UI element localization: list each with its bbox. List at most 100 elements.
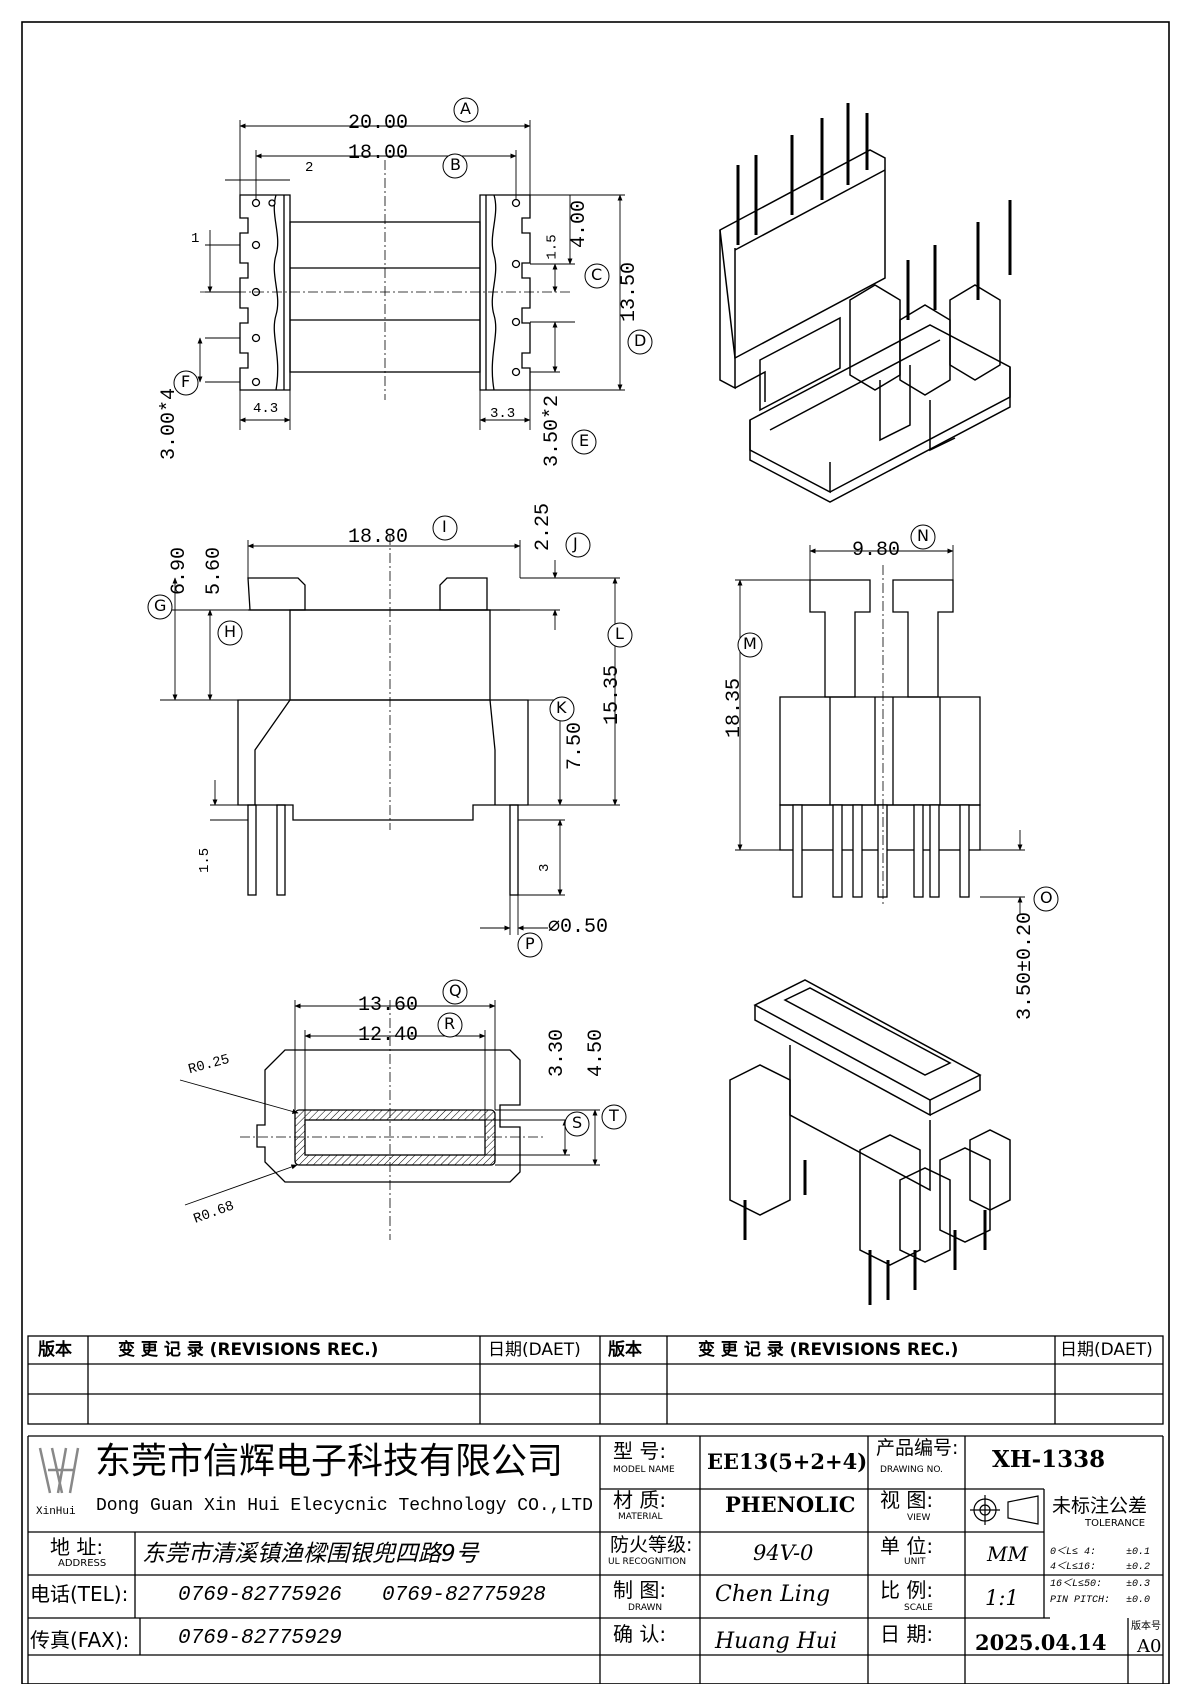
callout-N: N xyxy=(917,526,929,545)
date-value: 2025.04.14 xyxy=(975,1630,1107,1655)
rev-header-version-2: 版本 xyxy=(608,1340,642,1360)
confirm-label: 确 认: xyxy=(613,1622,667,1646)
callout-D: D xyxy=(634,331,647,350)
dim-L: 15.35 xyxy=(601,664,624,725)
fire-label-en: UL RECOGNITION xyxy=(608,1557,687,1567)
rev-header-record-2: 变 更 记 录 (REVISIONS REC.) xyxy=(698,1340,959,1360)
tol-value-4: ±0.0 xyxy=(1126,1595,1151,1606)
dim-C-4: 4.00 xyxy=(568,199,592,249)
dim-1: 1 xyxy=(191,231,200,247)
rev-header-record: 变 更 记 录 (REVISIONS REC.) xyxy=(118,1340,379,1360)
fax-label: 传真(FAX): xyxy=(30,1628,130,1652)
scale-value: 1:1 xyxy=(985,1586,1019,1610)
material-value: PHENOLIC xyxy=(725,1492,856,1517)
version-value: A0 xyxy=(1137,1636,1162,1657)
callout-P: P xyxy=(525,934,535,953)
version-label: 版本号 xyxy=(1131,1621,1161,1632)
dim-pin-1-5: 1.5 xyxy=(197,847,213,873)
callout-C: C xyxy=(591,265,603,284)
callout-A: A xyxy=(460,99,471,118)
tel-label: 电话(TEL): xyxy=(30,1582,129,1606)
scale-label: 比 例: xyxy=(880,1578,934,1602)
tel-2: 0769-82775928 xyxy=(382,1584,546,1607)
tel-1: 0769-82775926 xyxy=(178,1584,342,1607)
dim-E: 3.50*2 xyxy=(541,394,564,467)
callout-M: M xyxy=(743,634,757,653)
callout-J: J xyxy=(573,534,578,553)
logo-text: XinHui xyxy=(36,1506,76,1518)
dim-3-3: 3.3 xyxy=(490,406,516,422)
title-block-frame xyxy=(27,1335,1164,1684)
rev-header-version: 版本 xyxy=(38,1340,72,1360)
company-name-cn: 东莞市信辉电子科技有限公司 xyxy=(95,1441,564,1482)
tol-range-4: PIN PITCH: xyxy=(1050,1595,1111,1606)
isometric-view-top xyxy=(719,103,1012,503)
tol-value-2: ±0.2 xyxy=(1126,1562,1151,1573)
callout-S: S xyxy=(572,1113,583,1132)
callout-K: K xyxy=(556,698,567,717)
dim-4-3: 4.3 xyxy=(253,401,279,417)
dim-P: ∅0.50 xyxy=(548,916,609,939)
material-label: 材 质: xyxy=(613,1488,667,1512)
callout-I: I xyxy=(442,517,447,536)
unit-label: 单 位: xyxy=(880,1534,934,1558)
dim-M: 18.35 xyxy=(723,677,746,738)
tol-value-1: ±0.1 xyxy=(1126,1547,1151,1558)
dim-1-5: 1.5 xyxy=(544,234,561,260)
model-label-en: MODEL NAME xyxy=(613,1465,675,1475)
view-label-en: VIEW xyxy=(907,1513,931,1523)
model-value: EE13(5+2+4) xyxy=(707,1449,868,1474)
rev-header-date: 日期(DAET) xyxy=(488,1340,581,1360)
drawing-no-label: 产品编号: xyxy=(876,1437,959,1459)
dim-N: 9.80 xyxy=(852,539,901,562)
dim-O: 3.50±0.20 xyxy=(1014,911,1037,1020)
unit-value: MM xyxy=(987,1542,1028,1566)
fax-value: 0769-82775929 xyxy=(178,1627,342,1650)
callout-F: F xyxy=(181,372,191,391)
callout-R: R xyxy=(444,1014,456,1033)
dim-pin-3: 3 xyxy=(537,863,553,872)
dim-Q: 13.60 xyxy=(358,994,419,1017)
address-value: 东莞市清溪镇渔樑围银兜四路9号 xyxy=(142,1541,479,1567)
drawn-label: 制 图: xyxy=(613,1578,667,1602)
callout-B: B xyxy=(450,155,461,174)
tolerance-title: 未标注公差 xyxy=(1052,1495,1148,1517)
confirm-value: Huang Hui xyxy=(715,1629,838,1654)
side-view xyxy=(160,535,620,935)
dim-T: 4.50 xyxy=(585,1028,608,1077)
tolerance-en: TOLERANCE xyxy=(1085,1518,1146,1529)
callout-H: H xyxy=(224,622,237,641)
fire-label: 防火等级: xyxy=(610,1534,693,1556)
tol-range-2: 4＜L≤16: xyxy=(1050,1562,1097,1573)
callout-G: G xyxy=(154,596,167,615)
dim-A: 20.00 xyxy=(348,112,409,135)
dim-H: 5.60 xyxy=(203,546,226,595)
dim-I: 18.80 xyxy=(348,526,409,549)
company-name-en: Dong Guan Xin Hui Elecycnic Technology C… xyxy=(96,1496,593,1516)
dim-B: 18.00 xyxy=(348,142,409,165)
drawing-no-label-en: DRAWING NO. xyxy=(880,1465,943,1475)
dim-J: 2.25 xyxy=(532,502,555,551)
tol-range-1: 0＜L≤ 4: xyxy=(1050,1547,1097,1558)
address-label-en: ADDRESS xyxy=(58,1558,107,1569)
callout-Q: Q xyxy=(449,981,462,1000)
callout-circles xyxy=(147,97,1059,1137)
company-logo-icon xyxy=(38,1447,80,1494)
isometric-view-bottom xyxy=(729,979,1011,1305)
top-view xyxy=(197,120,625,430)
dim-D: 13.50 xyxy=(618,261,642,323)
dim-2: 2 xyxy=(305,160,314,176)
date-label: 日 期: xyxy=(880,1622,934,1646)
material-label-en: MATERIAL xyxy=(618,1512,663,1522)
dim-S: 3.30 xyxy=(546,1028,569,1077)
view-label: 视 图: xyxy=(880,1488,934,1512)
tol-range-3: 16＜L≤50: xyxy=(1050,1579,1103,1590)
dim-F: 3.00*4 xyxy=(158,387,181,460)
fire-value: 94V-0 xyxy=(753,1541,814,1565)
drawn-label-en: DRAWN xyxy=(628,1603,663,1613)
dim-R: 12.40 xyxy=(358,1024,419,1047)
model-label: 型 号: xyxy=(613,1439,667,1463)
section-view xyxy=(179,1000,600,1240)
callout-L: L xyxy=(615,624,624,643)
